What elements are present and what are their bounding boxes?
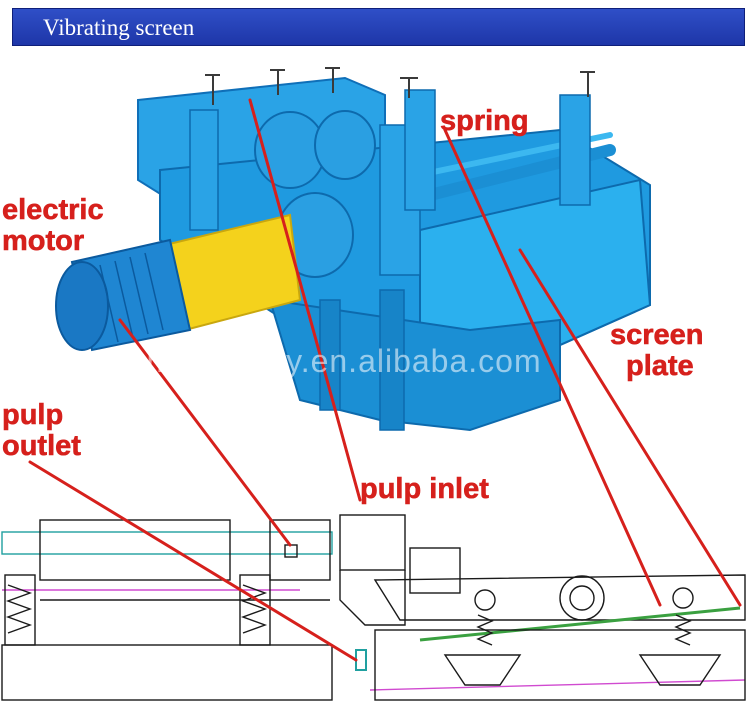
drawing-spring-seat xyxy=(474,589,496,611)
machine-illustration xyxy=(55,67,652,432)
drawing-motor-shaft xyxy=(284,544,298,558)
drawing-spring-seat xyxy=(672,587,694,609)
drawing-feed-pipe xyxy=(409,547,461,594)
spring-leader xyxy=(443,128,662,607)
drawing-base xyxy=(1,644,333,701)
drawing-hopper xyxy=(443,654,522,686)
drawing-motor xyxy=(269,519,331,581)
adjust-handles xyxy=(205,67,595,105)
drawing-line xyxy=(369,679,746,691)
screen-plate-leader xyxy=(518,248,742,607)
technical-drawing xyxy=(1,514,746,701)
drawing-vibrator xyxy=(559,575,605,621)
spring-post xyxy=(189,109,219,231)
drawing-screen-box xyxy=(39,519,231,581)
spring-post xyxy=(559,94,591,206)
label-electric-motor-line2: motor xyxy=(2,225,85,257)
drum xyxy=(314,110,376,180)
motor-fan-cover xyxy=(55,261,109,351)
drawing-vibrator-hub xyxy=(569,585,595,611)
drawing-hopper xyxy=(638,654,722,686)
label-pulp-outlet-line2: outlet xyxy=(2,430,82,462)
pulp-outlet-leader xyxy=(28,460,358,662)
watermark: gmmachinery.en.alibaba.com xyxy=(100,343,542,379)
label-screen-plate-line1: screen xyxy=(610,319,704,351)
spring-post xyxy=(404,89,436,211)
electric-motor-leader xyxy=(118,318,292,547)
page-title: Vibrating screen xyxy=(43,15,195,40)
drawing-inlet-chute xyxy=(339,570,406,626)
callout-lines xyxy=(28,98,742,662)
label-electric-motor-line1: electric xyxy=(2,194,104,226)
drawing-lower-frame xyxy=(374,629,746,701)
drawing-spring xyxy=(5,584,33,634)
support-leg xyxy=(379,289,405,431)
drawing-inlet-box xyxy=(339,514,406,571)
drawing-screen-plate xyxy=(419,606,741,642)
motor-fins xyxy=(99,252,164,343)
pulp-inlet-leader xyxy=(248,98,362,502)
label-pulp-outlet-line1: pulp xyxy=(2,399,64,431)
drawing-top-rail xyxy=(1,531,333,555)
label-spring: spring xyxy=(440,105,529,137)
label-pulp-inlet: pulp inlet xyxy=(360,473,489,505)
base-frame xyxy=(268,298,561,432)
title-banner: Vibrating screen xyxy=(12,8,745,46)
drawing-spring xyxy=(240,584,268,634)
label-screen-plate-line2: plate xyxy=(626,350,694,382)
